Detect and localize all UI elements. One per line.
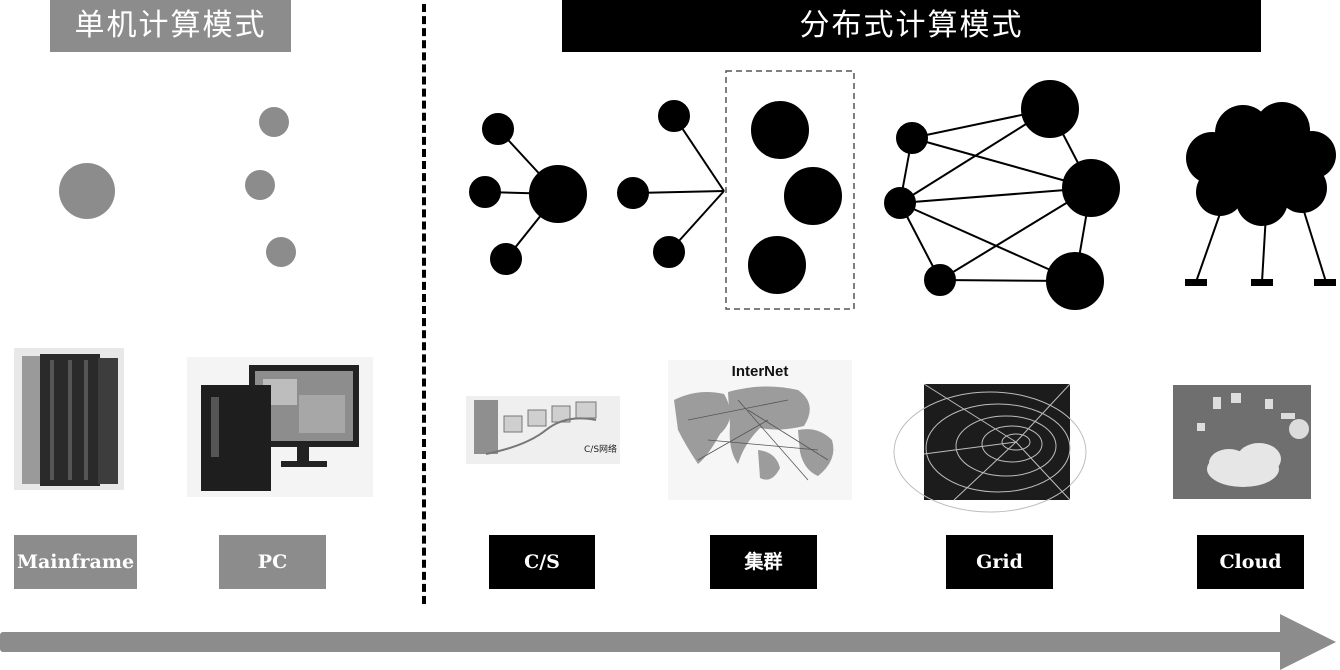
standalone-mode-header: 单机计算模式 xyxy=(50,0,291,52)
cloud-label: Cloud xyxy=(1197,535,1304,589)
cloud-image xyxy=(1173,385,1311,499)
cloud-topology xyxy=(1185,102,1336,286)
cs-network-image: C/S网络 xyxy=(466,396,620,464)
pc-image xyxy=(187,357,373,497)
cluster-label: 集群 xyxy=(710,535,817,589)
grid-label: Grid xyxy=(946,535,1053,589)
cs-topology xyxy=(469,113,587,275)
cs-network-caption: C/S网络 xyxy=(584,443,617,455)
timeline-arrow xyxy=(0,614,1336,670)
grid-topology xyxy=(884,80,1120,310)
mainframe-node xyxy=(59,163,115,219)
cluster-topology xyxy=(617,70,855,310)
internet-image: InterNet xyxy=(668,360,852,500)
section-divider xyxy=(422,4,426,604)
pc-nodes xyxy=(245,107,296,267)
mainframe-image xyxy=(14,348,124,490)
internet-caption: InterNet xyxy=(732,363,789,380)
distributed-mode-header: 分布式计算模式 xyxy=(562,0,1261,52)
topology-diagrams xyxy=(59,70,1336,310)
mainframe-label: Mainframe xyxy=(14,535,137,589)
pc-label: PC xyxy=(219,535,326,589)
grid-image xyxy=(893,383,1087,513)
cs-label: C/S xyxy=(489,535,595,589)
